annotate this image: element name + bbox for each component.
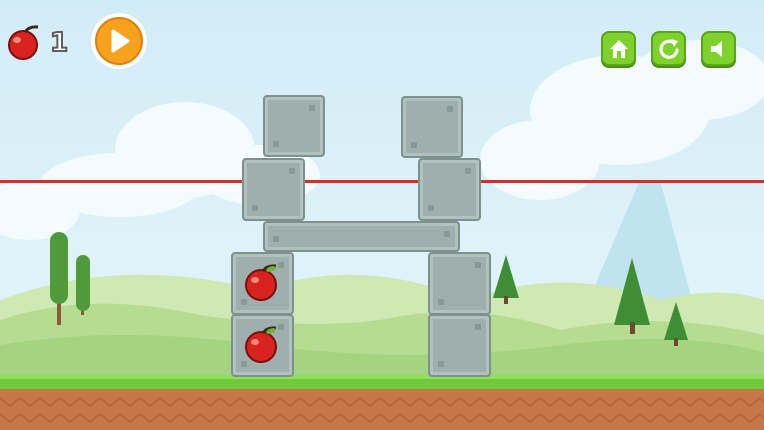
front-hills	[0, 335, 764, 380]
apple-icon	[245, 326, 277, 363]
speaker-icon	[710, 40, 722, 57]
home-icon	[609, 39, 628, 58]
stone-block[interactable]	[418, 158, 481, 221]
pine-tree-3	[664, 302, 688, 346]
restart-icon	[658, 38, 679, 59]
stone-block[interactable]	[428, 314, 491, 377]
laser-line	[0, 180, 764, 183]
stone-block[interactable]	[263, 95, 325, 157]
tree-left-2	[76, 255, 90, 315]
apple-icon	[245, 264, 277, 301]
sound-button[interactable]	[701, 31, 736, 66]
restart-button[interactable]	[651, 31, 686, 66]
stone-block[interactable]	[242, 158, 305, 221]
play-button[interactable]	[91, 13, 147, 69]
pine-tree-1	[493, 255, 519, 304]
tree-left-1	[50, 232, 68, 325]
dirt	[0, 389, 764, 430]
pine-tree-2	[614, 258, 650, 334]
apple-count: 1	[49, 27, 69, 59]
stone-plank[interactable]	[263, 221, 460, 252]
stone-block[interactable]	[401, 96, 463, 158]
home-button[interactable]	[601, 31, 636, 66]
play-icon	[111, 29, 130, 53]
apple-icon	[8, 25, 39, 60]
stone-block[interactable]	[428, 252, 491, 315]
